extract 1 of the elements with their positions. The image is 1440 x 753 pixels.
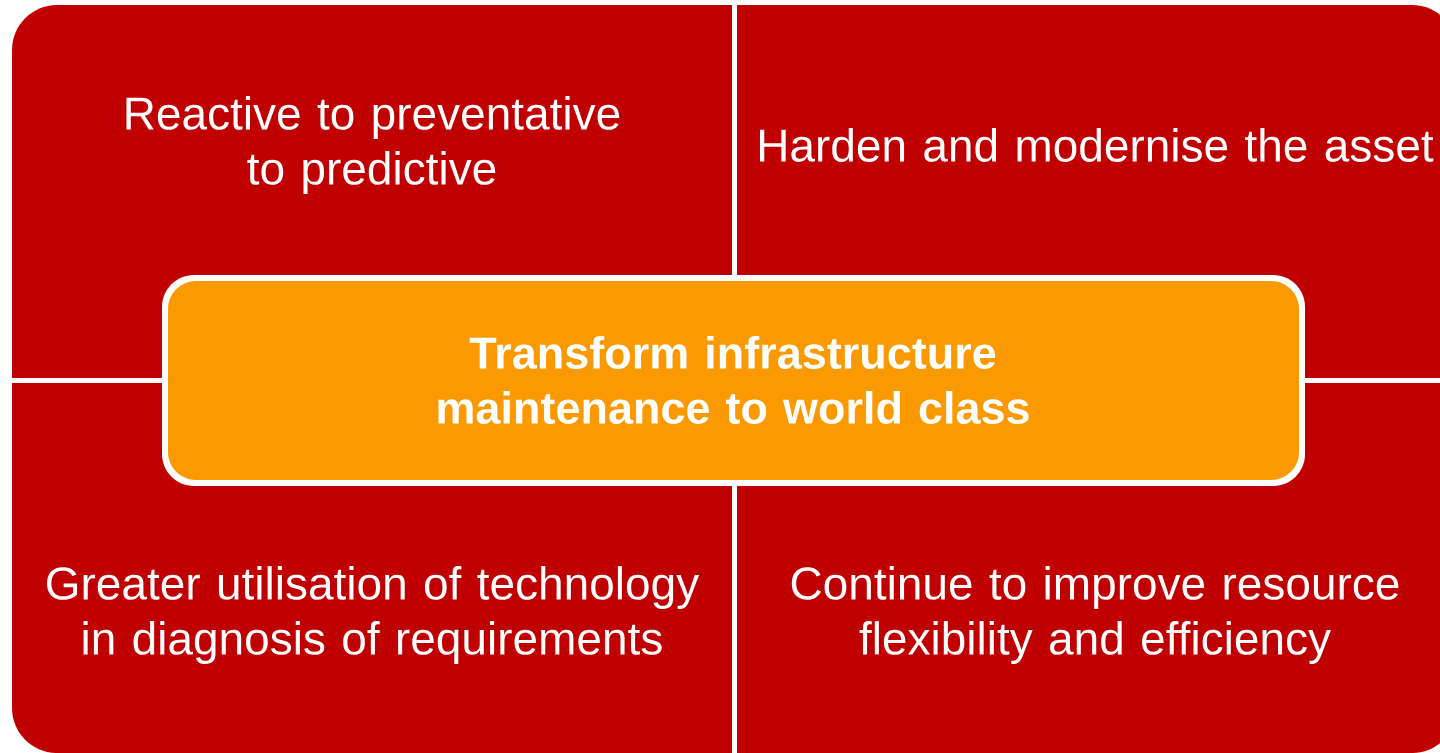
center-box: Transform infrastructure maintenance to world class [162, 275, 1305, 486]
